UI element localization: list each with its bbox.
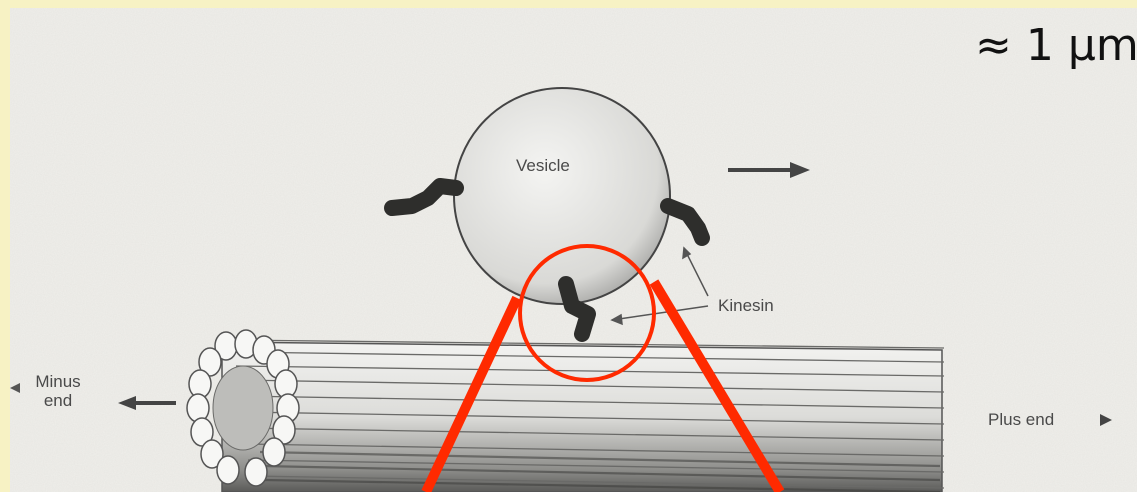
minus-end-line2: end xyxy=(28,391,88,410)
microtubule-lumen xyxy=(213,366,273,450)
microtubule xyxy=(222,340,944,492)
plus-end-label: Plus end xyxy=(988,410,1054,429)
vesicle-label: Vesicle xyxy=(516,156,570,175)
scale-label: ≈ 1 μm xyxy=(975,18,1137,74)
minus-end-line1: Minus xyxy=(28,372,88,391)
kinesin-label: Kinesin xyxy=(718,296,774,315)
minus-end-label: Minus end xyxy=(28,372,88,410)
